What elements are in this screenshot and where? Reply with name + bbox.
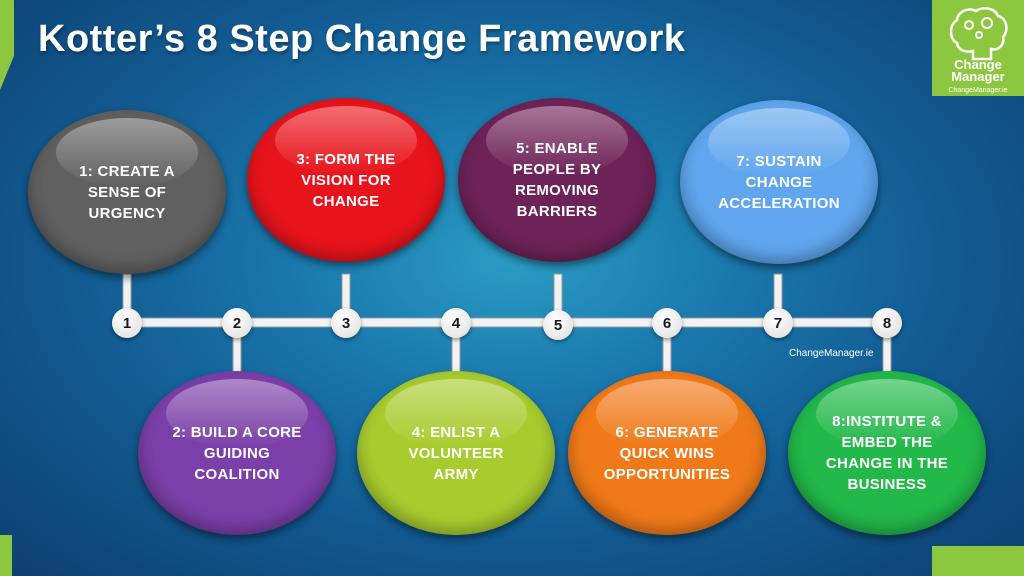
watermark-url: ChangeManager.ie — [789, 348, 874, 359]
step-5-label: 5: ENABLE PEOPLE BY REMOVING BARRIERS — [512, 140, 602, 220]
accent-bar-bottom-left — [0, 535, 12, 576]
step-node-2: 2 — [222, 308, 252, 338]
step-1-circle: 1: CREATE A SENSE OF URGENCY — [28, 110, 226, 274]
accent-bar-top-left — [0, 0, 14, 90]
step-8-circle: 8:INSTITUTE & EMBED THE CHANGE IN THE BU… — [788, 371, 986, 535]
step-node-4: 4 — [441, 308, 471, 338]
step-6-label: 6: GENERATE QUICK WINS OPPORTUNITIES — [603, 423, 731, 483]
step-2-circle: 2: BUILD A CORE GUIDING COALITION — [138, 371, 336, 535]
step-node-6: 6 — [652, 308, 682, 338]
step-node-5: 5 — [543, 310, 573, 340]
accent-bar-bottom-right — [932, 546, 1024, 576]
step-6-circle: 6: GENERATE QUICK WINS OPPORTUNITIES — [568, 371, 766, 535]
step-7-label: 7: SUSTAIN CHANGE ACCELERATION — [718, 152, 840, 212]
slide-title: Kotter’s 8 Step Change Framework — [38, 18, 686, 60]
step-node-8: 8 — [872, 308, 902, 338]
step-4-circle: 4: ENLIST A VOLUNTEER ARMY — [357, 371, 555, 535]
step-8-label: 8:INSTITUTE & EMBED THE CHANGE IN THE BU… — [825, 413, 949, 493]
logo-url: ChangeManager.ie — [948, 86, 1008, 94]
logo-wordmark: Change Manager — [951, 56, 1005, 84]
step-node-7: 7 — [763, 308, 793, 338]
brain-gears-icon — [949, 6, 1008, 60]
step-3-circle: 3: FORM THE VISION FOR CHANGE — [247, 98, 445, 262]
step-5-circle: 5: ENABLE PEOPLE BY REMOVING BARRIERS — [458, 98, 656, 262]
logo-text-line1: Change — [954, 56, 1002, 72]
step-3-label: 3: FORM THE VISION FOR CHANGE — [296, 150, 396, 210]
change-manager-logo: Change Manager ChangeManager.ie — [932, 0, 1024, 96]
logo-text-line2: Manager — [951, 68, 1005, 84]
step-4-label: 4: ENLIST A VOLUNTEER ARMY — [408, 423, 504, 483]
step-2-label: 2: BUILD A CORE GUIDING COALITION — [172, 423, 302, 483]
step-1-label: 1: CREATE A SENSE OF URGENCY — [79, 162, 175, 222]
step-node-1: 1 — [112, 308, 142, 338]
step-node-3: 3 — [331, 308, 361, 338]
step-7-circle: 7: SUSTAIN CHANGE ACCELERATION — [680, 100, 878, 264]
